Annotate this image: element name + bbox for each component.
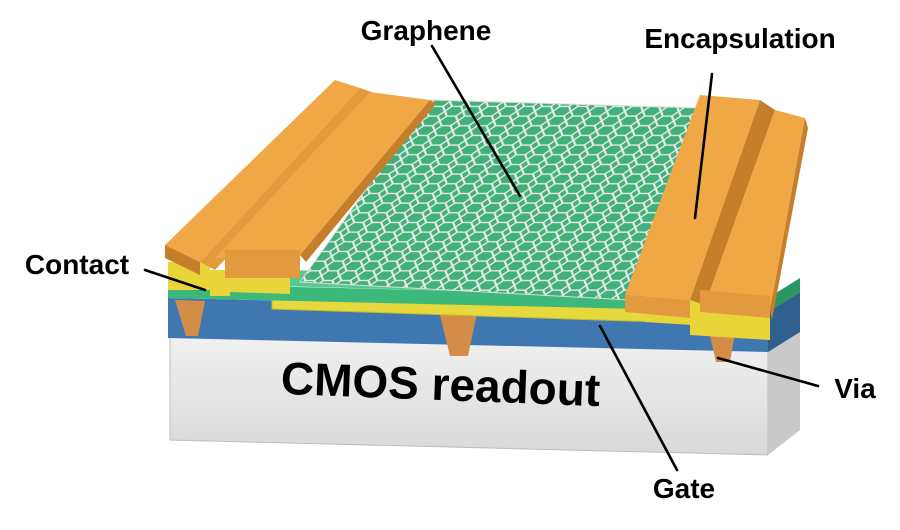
encap-right-bar-2	[705, 110, 805, 310]
cmos-readout-label: CMOS readout	[280, 352, 601, 416]
right-encapsulation	[625, 95, 808, 340]
via-label: Via	[834, 373, 876, 404]
encap-right-bar-1	[625, 95, 760, 300]
encap-left-bar-2	[215, 92, 430, 258]
gate-label: Gate	[653, 473, 715, 504]
graphene-leader	[430, 44, 522, 198]
contact-label: Contact	[25, 249, 129, 280]
encapsulation-leader	[693, 72, 714, 220]
cmos-readout-block	[169, 330, 800, 456]
via-leader	[716, 356, 820, 388]
left-encapsulation	[165, 80, 436, 296]
graphene-label: Graphene	[361, 15, 492, 46]
contact-leader	[143, 268, 207, 292]
via-left	[175, 300, 205, 336]
gate-leader	[598, 324, 679, 472]
encap-left-bar-1	[165, 80, 360, 262]
via-center	[438, 307, 478, 356]
encapsulation-label: Encapsulation	[644, 23, 835, 54]
